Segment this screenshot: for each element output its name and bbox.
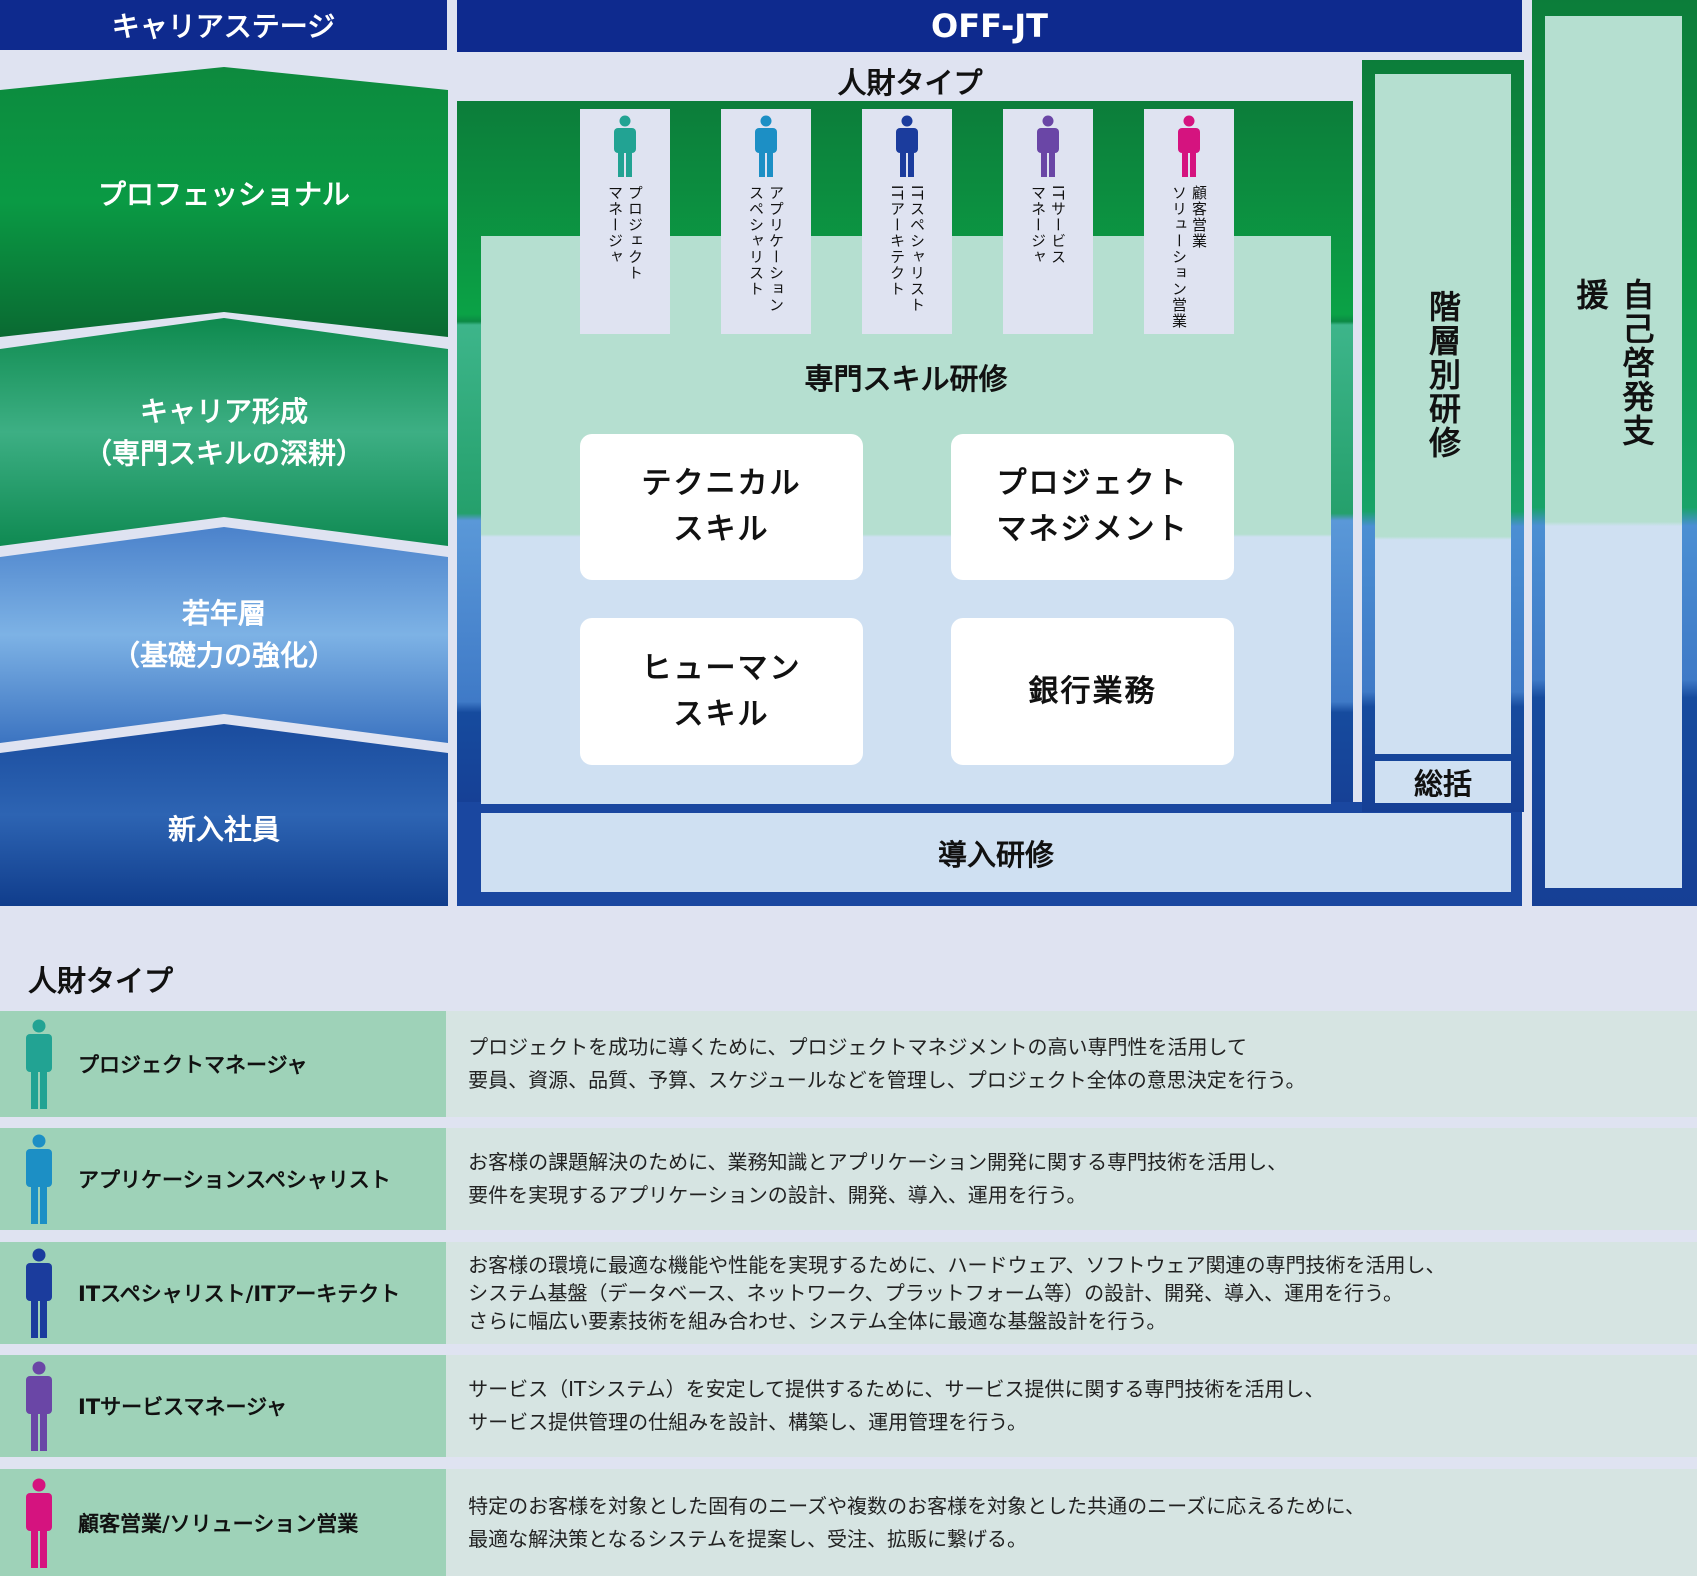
figure-project-manager: プロジェクト マネージャ	[580, 109, 670, 334]
legend-title: 人財タイプ	[28, 964, 174, 998]
figure-text-it-service-manager: ITサービス マネージャ	[1029, 185, 1067, 265]
legend-name: ITスペシャリスト/ITアーキテクト	[78, 1282, 401, 1306]
legend-row-application-specialist: アプリケーションスペシャリスト お客様の課題解決のために、業務知識とアプリケーシ…	[0, 1128, 1697, 1230]
stage-shape-professional	[0, 67, 448, 337]
figure-text-it-specialist: ITスペシャリスト ITアーキテクト	[888, 185, 926, 313]
stage-shape-career	[0, 318, 448, 546]
skill-card-banking: 銀行業務	[951, 618, 1234, 765]
legend-desc-line: システム基盤（データベース、ネットワーク、プラットフォーム等）の設計、開発、導入…	[468, 1281, 1403, 1305]
jiko-label: 自己啓発支援	[1571, 278, 1656, 448]
legend-desc-line: プロジェクトを成功に導くために、プロジェクトマネジメントの高い専門性を活用して	[468, 1035, 1247, 1059]
legend-row-it-specialist: ITスペシャリスト/ITアーキテクト お客様の環境に最適な機能や性能を実現するた…	[0, 1242, 1697, 1344]
stage-shape-junior	[0, 527, 448, 743]
figure-text-sales: 顧客営業 ソリューション営業	[1170, 185, 1208, 329]
person-icon-navy	[896, 115, 918, 177]
legend-desc-line: 最適な解決策となるシステムを提案し、受注、拡販に繋げる。	[468, 1526, 1027, 1551]
person-icon-purple	[1037, 115, 1059, 177]
jiko-inner	[1545, 16, 1682, 888]
stage-shape-newhire	[0, 724, 448, 906]
legend-desc-line: 要件を実現するアプリケーションの設計、開発、導入、運用を行う。	[468, 1183, 1087, 1207]
stage-label-junior: 若年層（基礎力の強化）	[111, 597, 336, 672]
stage-label-career: キャリア形成（専門スキルの深耕）	[83, 395, 364, 470]
legend-row-project-manager: プロジェクトマネージャ プロジェクトを成功に導くために、プロジェクトマネジメント…	[0, 1011, 1697, 1117]
person-icon-magenta	[26, 1478, 52, 1568]
legend-name: 顧客営業/ソリューション営業	[78, 1511, 359, 1536]
figure-it-specialist: ITスペシャリスト ITアーキテクト	[862, 109, 952, 334]
kaiso-label: 階層別研修	[1424, 290, 1462, 460]
legend-name: ITサービスマネージャ	[78, 1395, 288, 1419]
person-icon-cyan	[755, 115, 777, 177]
figure-text-application-specialist: アプリケーション スペシャリスト	[747, 185, 785, 313]
person-icon-purple	[26, 1361, 52, 1451]
legend-desc-line: さらに幅広い要素技術を組み合わせ、システム全体に最適な基盤設計を行う。	[468, 1309, 1167, 1333]
legend-desc-line: お客様の環境に最適な機能や性能を実現するために、ハードウェア、ソフトウェア関連の…	[468, 1253, 1446, 1277]
legend-desc-line: 要員、資源、品質、予算、スケジュールなどを管理し、プロジェクト全体の意思決定を行…	[468, 1068, 1306, 1092]
stage-label-newhire: 新入社員	[167, 813, 280, 846]
legend-name: アプリケーションスペシャリスト	[78, 1168, 391, 1192]
skill-training-title: 専門スキル研修	[804, 362, 1008, 396]
person-icon-navy	[26, 1248, 52, 1338]
legend-desc-line: サービス提供管理の仕組みを設計、構築し、運用管理を行う。	[468, 1410, 1027, 1434]
skill-card-project-management: プロジェクトマネジメント	[951, 434, 1234, 580]
figure-text-project-manager: プロジェクト マネージャ	[606, 185, 644, 281]
off-jt-header: OFF-JT	[457, 0, 1522, 52]
legend-row-it-service-manager: ITサービスマネージャ サービス（ITシステム）を安定して提供するために、サービ…	[0, 1355, 1697, 1457]
kaiso-label-box: 階層別研修	[1375, 290, 1511, 470]
career-stage-header: キャリアステージ	[0, 0, 447, 50]
career-stage-chevrons	[0, 67, 448, 906]
legend-name: プロジェクトマネージャ	[78, 1053, 308, 1077]
skill-card-technical: テクニカルスキル	[580, 434, 863, 580]
person-icon-magenta	[1178, 115, 1200, 177]
figure-sales: 顧客営業 ソリューション営業	[1144, 109, 1234, 334]
legend-desc-line: 特定のお客様を対象とした固有のニーズや複数のお客様を対象とした共通のニーズに応え…	[468, 1493, 1365, 1518]
skill-card-human: ヒューマンスキル	[580, 618, 863, 765]
person-icon-cyan	[26, 1134, 52, 1224]
person-icon-teal	[26, 1019, 52, 1109]
donyu-box: 導入研修	[481, 813, 1511, 892]
legend-desc-line: サービス（ITシステム）を安定して提供するために、サービス提供に関する専門技術を…	[468, 1377, 1325, 1401]
jiko-label-box: 自己啓発支援	[1545, 278, 1682, 478]
jinzai-type-title: 人財タイプ	[837, 66, 983, 100]
figure-it-service-manager: ITサービス マネージャ	[1003, 109, 1093, 334]
legend-row-sales: 顧客営業/ソリューション営業 特定のお客様を対象とした固有のニーズや複数のお客様…	[0, 1469, 1697, 1576]
kaiso-inner	[1375, 74, 1511, 754]
person-icon-teal	[614, 115, 636, 177]
stage-label-professional: プロフェッショナル	[97, 178, 350, 211]
legend-desc-line: お客様の課題解決のために、業務知識とアプリケーション開発に関する専門技術を活用し…	[468, 1150, 1288, 1174]
sokatsu-box: 総括	[1375, 761, 1511, 803]
figure-application-specialist: アプリケーション スペシャリスト	[721, 109, 811, 334]
